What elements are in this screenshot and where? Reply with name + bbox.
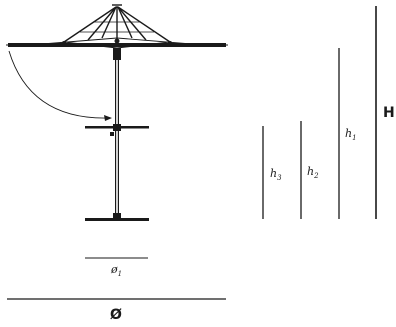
canopy-diameter-label: Ø (110, 307, 122, 323)
base-diameter-label: ø1 (110, 263, 122, 278)
umbrella-illustration (6, 4, 228, 221)
h1-label: h1 (345, 127, 357, 142)
h2-label: h2 (307, 165, 319, 180)
base-plate (85, 213, 149, 221)
canopy-edge (6, 38, 228, 47)
table-top (85, 124, 149, 136)
fold-arc-indicator (8, 50, 112, 121)
pole (114, 56, 120, 219)
canopy-hub (113, 48, 121, 60)
dimension-lines (7, 6, 377, 300)
h3-label: h3 (270, 167, 282, 182)
total-height-label: H (383, 105, 395, 121)
